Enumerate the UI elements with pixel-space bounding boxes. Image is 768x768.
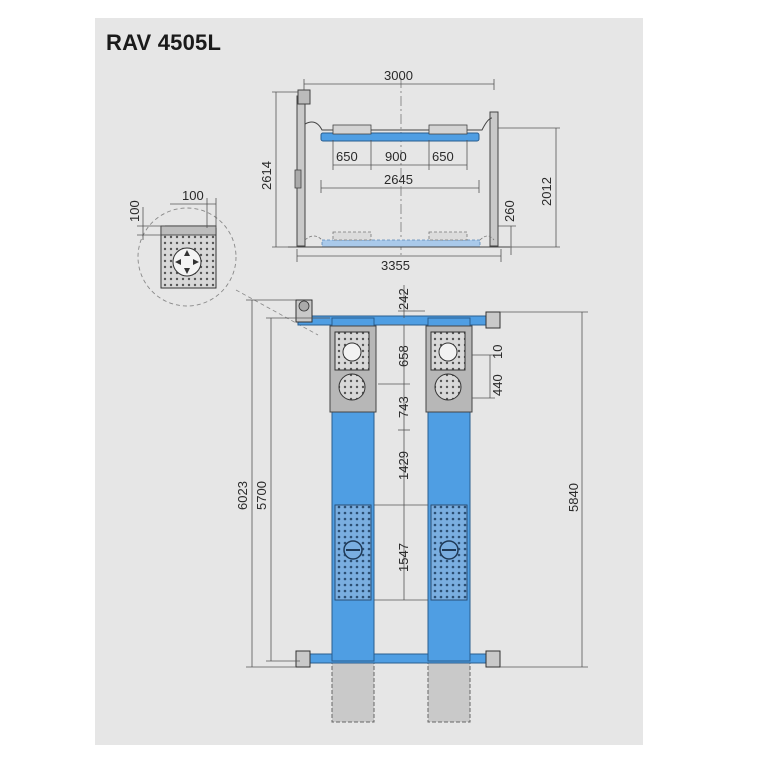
dim-overall-length: 6023 [235, 481, 250, 510]
dim-detail-height: 100 [127, 200, 142, 222]
dim-plate-size: 440 [490, 374, 505, 396]
detail-view: 100 100 [127, 188, 319, 336]
lowered-crossbeam [321, 239, 481, 248]
dim-platform-spacing-right: 650 [432, 149, 454, 164]
dim-base-width: 3355 [381, 258, 410, 273]
right-slip-plate-round [434, 373, 462, 401]
left-ramp-extension [331, 659, 375, 723]
left-turntable [334, 331, 370, 371]
dim-column-length: 5840 [566, 483, 581, 512]
dim-plate-offset: 658 [396, 345, 411, 367]
front-right-post [485, 311, 501, 329]
rear-right-post [485, 650, 501, 668]
right-ramp-extension [427, 659, 471, 723]
front-view: 3000 2614 650 900 650 2645 2012 260 3 [259, 68, 560, 273]
dim-pad-length: 1547 [396, 543, 411, 572]
dim-width-overall: 3000 [384, 68, 413, 83]
left-slip-plate [332, 124, 372, 135]
left-slip-plate-round [338, 373, 366, 401]
dim-gap-to-pads: 1429 [396, 451, 411, 480]
dim-base-height: 260 [502, 200, 517, 222]
dim-track-length: 5700 [254, 481, 269, 510]
dim-detail-width: 100 [182, 188, 204, 203]
top-crossbeam [320, 132, 480, 142]
left-column-cap [297, 89, 311, 105]
top-view: 242 658 743 1429 1547 440 10 6023 57 [235, 285, 588, 723]
control-box [294, 169, 302, 189]
dim-track-width: 2645 [384, 172, 413, 187]
dim-column-height: 2614 [259, 161, 274, 190]
dim-platform-spacing-left: 650 [336, 149, 358, 164]
dim-platform-spacing-center: 900 [385, 149, 407, 164]
dim-front-offset: 242 [396, 288, 411, 310]
right-column [489, 111, 499, 247]
dim-plate-gap: 10 [490, 345, 505, 359]
rear-left-post [295, 650, 311, 668]
model-title: RAV 4505L [106, 30, 222, 55]
dim-lift-height: 2012 [539, 177, 554, 206]
dim-slip-offset: 743 [396, 396, 411, 418]
right-slip-plate [428, 124, 468, 135]
